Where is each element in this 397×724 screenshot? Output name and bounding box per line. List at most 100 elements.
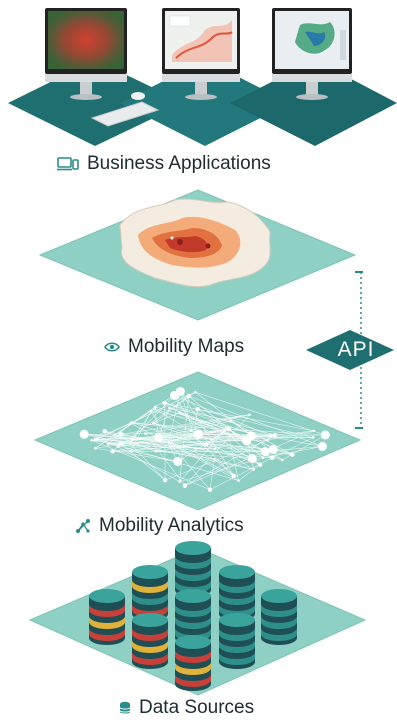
network-edge [104,431,253,459]
database-cylinder [132,613,168,669]
network-node [129,422,133,425]
network-edge [131,406,156,440]
network-edge [95,410,152,449]
network-node [312,429,316,433]
layer-caption-data-sources: Data Sources [119,697,254,719]
database-cylinder [89,589,125,645]
network-node [207,487,213,492]
network-node [246,431,256,441]
network-node [129,449,133,453]
network-node [153,407,156,410]
layer-label-mobility-analytics: Mobility Analytics [99,515,244,536]
network-node [257,462,263,467]
network-node [118,441,124,446]
network-node [178,411,182,414]
layer-label-data-sources: Data Sources [139,697,255,718]
network-edge [120,443,166,481]
database-cylinders [89,541,297,691]
network-edge [130,423,239,481]
analytics-platform [33,371,362,511]
network-node [173,456,183,466]
network-node [102,429,107,434]
network-node [167,440,170,444]
network-edge [168,441,215,460]
network-node [272,432,278,438]
network-node [252,468,256,471]
network-node [261,456,265,460]
layer-caption-mobility-analytics: Mobility Analytics [75,515,244,537]
network-edge [197,408,273,459]
network-node [90,438,93,442]
network-edge [154,408,247,442]
network-edge [84,434,274,450]
network-node [223,428,227,432]
network-node [317,441,327,451]
monitor-left [45,8,127,100]
network-node [213,457,216,461]
layer-caption-mobility-maps: Mobility Maps [104,336,244,358]
platform-right [230,60,397,146]
network-node [175,386,185,396]
network-edge [84,434,293,456]
network-edge [115,434,274,450]
network-edge [164,439,268,481]
network-edge [209,457,273,490]
keyboard [90,101,160,127]
network-node [203,442,209,447]
network-graph [79,386,330,492]
network-node [193,446,197,450]
database-icon [119,701,131,715]
network-node [194,429,204,439]
layer-label-mobility-maps: Mobility Maps [128,336,245,357]
network-edge [94,438,196,449]
network-node [93,437,97,441]
network-edge [130,410,152,452]
network-node [268,433,273,438]
database-cylinder [219,565,255,621]
network-node [268,444,278,454]
network-edge [227,433,239,481]
network-node [290,452,295,457]
network-node [95,437,99,441]
network-node [195,407,200,412]
network-node [190,429,193,433]
monitor-middle [162,8,240,100]
network-node [260,447,270,457]
network-edge [112,443,207,452]
network-node [270,455,275,461]
network-node [116,445,120,448]
network-edge [193,409,198,437]
network-node [229,419,233,423]
network-node [266,438,270,442]
network-edge [168,441,234,477]
network-edge [209,459,215,490]
network-node [237,479,240,482]
network-node [226,432,230,436]
network-edge [282,434,326,461]
network-node [194,390,197,394]
network-node [192,434,196,438]
api-label: API [337,338,375,361]
network-edge [131,395,175,440]
network-edge [177,428,230,462]
network-edge [179,412,261,465]
network-edge [206,443,266,452]
api-badge [306,330,394,370]
network-node [162,477,168,483]
network-node [79,429,89,439]
network-node [154,449,158,453]
network-node [311,436,315,439]
network-edge [96,423,131,440]
network-edge [154,408,160,438]
eye-icon [104,341,120,353]
database-cylinder [175,635,211,691]
network-edge [184,434,276,486]
layer-label-business-applications: Business Applications [87,153,271,174]
network-node [113,433,117,437]
network-edge [180,391,195,437]
network-edge [169,407,231,422]
